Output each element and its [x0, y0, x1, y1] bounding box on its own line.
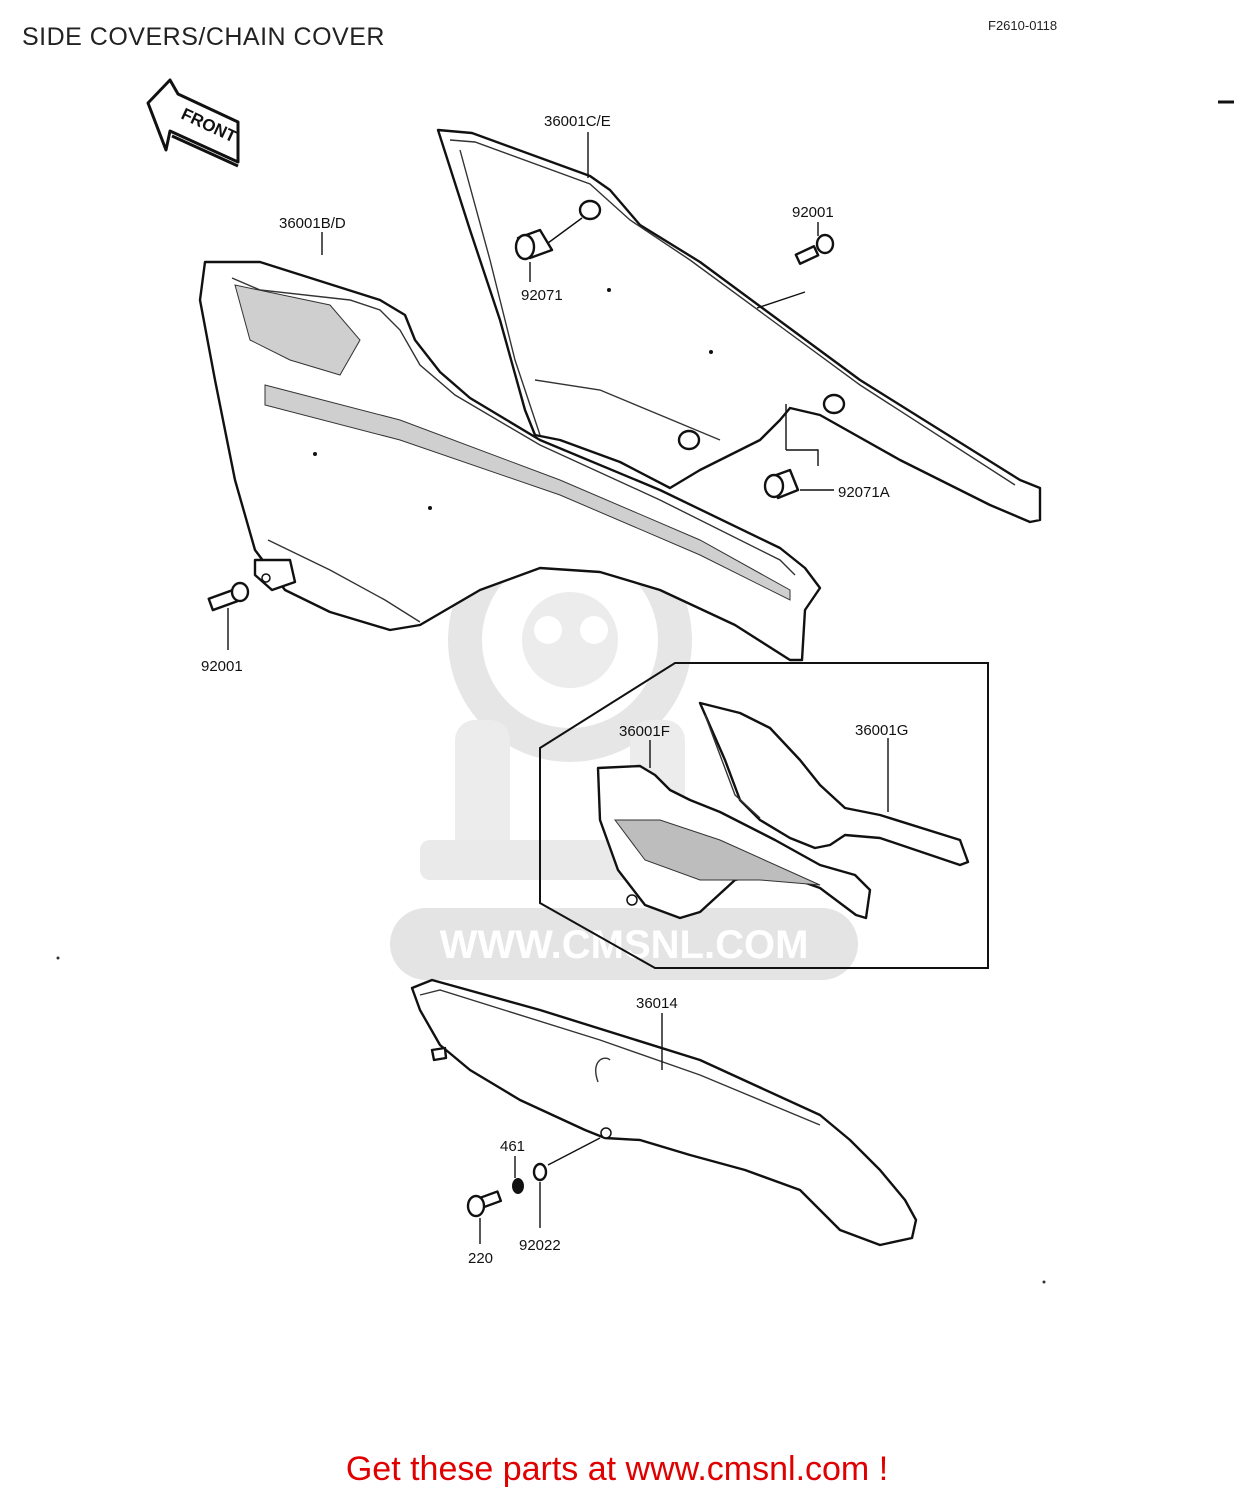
part-92071-grommet: [514, 228, 554, 261]
label-461: 461: [500, 1138, 525, 1155]
inset-alt-covers: [539, 662, 989, 969]
footer-link-text[interactable]: Get these parts at www.cmsnl.com !: [346, 1450, 888, 1488]
label-220: 220: [468, 1250, 493, 1267]
part-220-bolt: [466, 1190, 503, 1218]
label-36001-c-e: 36001C/E: [544, 113, 611, 130]
label-92001-lower: 92001: [201, 658, 243, 675]
part-92071a-grommet: [763, 468, 800, 500]
leader-lines: [227, 132, 889, 1244]
label-92071: 92071: [521, 287, 563, 304]
label-92022: 92022: [519, 1237, 561, 1254]
front-arrow: FRONT: [146, 78, 240, 168]
label-92001-upper: 92001: [792, 204, 834, 221]
part-36001-c-e: [436, 128, 1042, 524]
part-36001-b-d: [198, 260, 822, 662]
part-461-washer: [512, 1178, 524, 1194]
part-92001-bolt-lower: [207, 581, 250, 612]
figure-code: F2610-0118: [988, 18, 1057, 33]
label-36001-b-d: 36001B/D: [279, 215, 346, 232]
label-92071a: 92071A: [838, 484, 890, 501]
watermark-url: WWW.CMSNL.COM: [440, 923, 809, 967]
diagram-title: SIDE COVERS/CHAIN COVER: [22, 23, 385, 51]
label-36014: 36014: [636, 995, 678, 1012]
label-36001-g: 36001G: [855, 722, 908, 739]
part-92001-bolt-upper: [794, 233, 835, 265]
part-36014-chain-cover: [410, 978, 918, 1247]
part-92022-washer: [532, 1162, 548, 1182]
label-36001-f: 36001F: [619, 723, 670, 740]
